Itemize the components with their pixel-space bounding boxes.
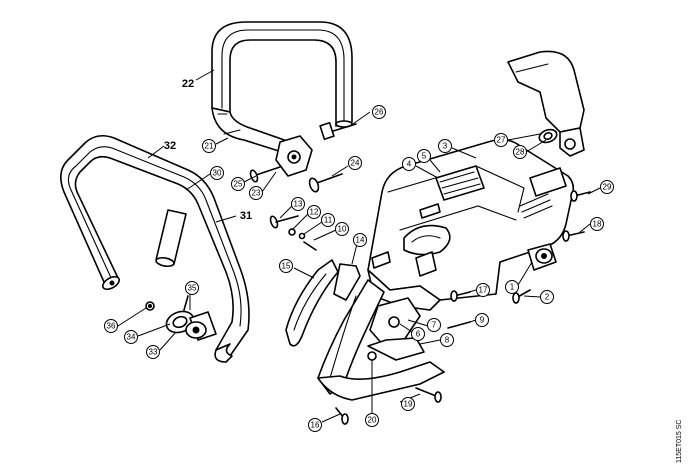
svg-text:1: 1 [510,283,515,292]
bold-label-22: 22 [182,78,194,90]
svg-text:27: 27 [497,136,506,145]
callout-2: 2 [540,290,554,304]
svg-text:25: 25 [234,180,243,189]
pin-part-9 [447,321,471,329]
side-cover-part-27 [507,50,585,157]
svg-text:16: 16 [311,421,320,430]
svg-text:19: 19 [404,400,413,409]
svg-text:14: 14 [356,236,365,245]
callout-23: 23 [249,186,263,200]
callout-10: 10 [335,222,349,236]
screws-parts-10-13 [269,215,317,251]
svg-text:36: 36 [107,322,116,331]
callout-9: 9 [475,313,489,327]
callout-24: 24 [348,156,362,170]
callout-12: 12 [307,205,321,219]
svg-text:3: 3 [443,142,448,151]
svg-text:13: 13 [294,200,303,209]
callout-26: 26 [372,105,386,119]
callout-29: 29 [600,180,614,194]
svg-text:17: 17 [479,286,488,295]
callout-21: 21 [202,139,216,153]
callout-6: 6 [411,327,425,341]
svg-text:29: 29 [603,183,612,192]
svg-text:28: 28 [516,148,525,157]
callout-leaders [117,111,601,423]
callout-16: 16 [308,418,322,432]
callout-4: 4 [402,157,416,171]
mount-part-1 [527,243,557,271]
svg-text:33: 33 [149,348,158,357]
callout-15: 15 [279,259,293,273]
svg-text:12: 12 [310,208,319,217]
callout-5: 5 [417,149,431,163]
callout-30: 30 [210,166,224,180]
callout-8: 8 [440,333,454,347]
callout-27: 27 [494,133,508,147]
bold-label-31: 31 [240,210,252,222]
svg-text:21: 21 [205,142,214,151]
svg-text:18: 18 [593,220,602,229]
callout-25: 25 [231,177,245,191]
svg-text:6: 6 [416,330,421,339]
callout-18: 18 [590,217,604,231]
callout-28: 28 [513,145,527,159]
svg-text:7: 7 [432,321,437,330]
svg-text:35: 35 [188,284,197,293]
callout-19: 19 [401,397,415,411]
callout-11: 11 [321,213,335,227]
svg-text:15: 15 [282,262,291,271]
callout-34: 34 [124,330,138,344]
handle-arm [317,279,445,401]
svg-text:8: 8 [445,336,450,345]
callout-3: 3 [438,139,452,153]
mount-parts-33-36 [145,295,217,341]
bold-label-32: 32 [164,140,176,152]
svg-text:23: 23 [252,189,261,198]
svg-text:11: 11 [324,216,333,225]
bold-part-labels: 22 32 31 [147,69,252,223]
svg-text:5: 5 [422,152,427,161]
svg-text:9: 9 [480,316,485,325]
callout-20: 20 [365,413,379,427]
drawing-code: 115ET015 SC [676,419,683,463]
svg-text:20: 20 [368,416,377,425]
screw-part-25 [249,166,281,183]
callout-33: 33 [146,345,160,359]
handle-bracket [275,135,313,177]
screw-part-24 [308,173,343,193]
screws-parts-2-17-18-29 [450,190,591,304]
svg-text:34: 34 [127,333,136,342]
callouts: 1 2 3 4 5 6 7 8 9 10 11 12 13 14 15 16 1… [104,105,614,432]
callout-36: 36 [104,319,118,333]
callout-35: 35 [185,281,199,295]
main-housing-part-3 [367,138,575,311]
svg-text:10: 10 [338,225,347,234]
callout-13: 13 [291,197,305,211]
handlebar-part-32 [60,134,250,363]
callout-17: 17 [476,283,490,297]
svg-text:4: 4 [407,160,412,169]
svg-text:30: 30 [213,169,222,178]
callout-1: 1 [505,280,519,294]
callout-14: 14 [353,233,367,247]
svg-text:24: 24 [351,159,360,168]
svg-text:2: 2 [545,293,550,302]
callout-7: 7 [427,318,441,332]
svg-text:26: 26 [375,108,384,117]
trigger-parts-14-15 [285,259,361,347]
